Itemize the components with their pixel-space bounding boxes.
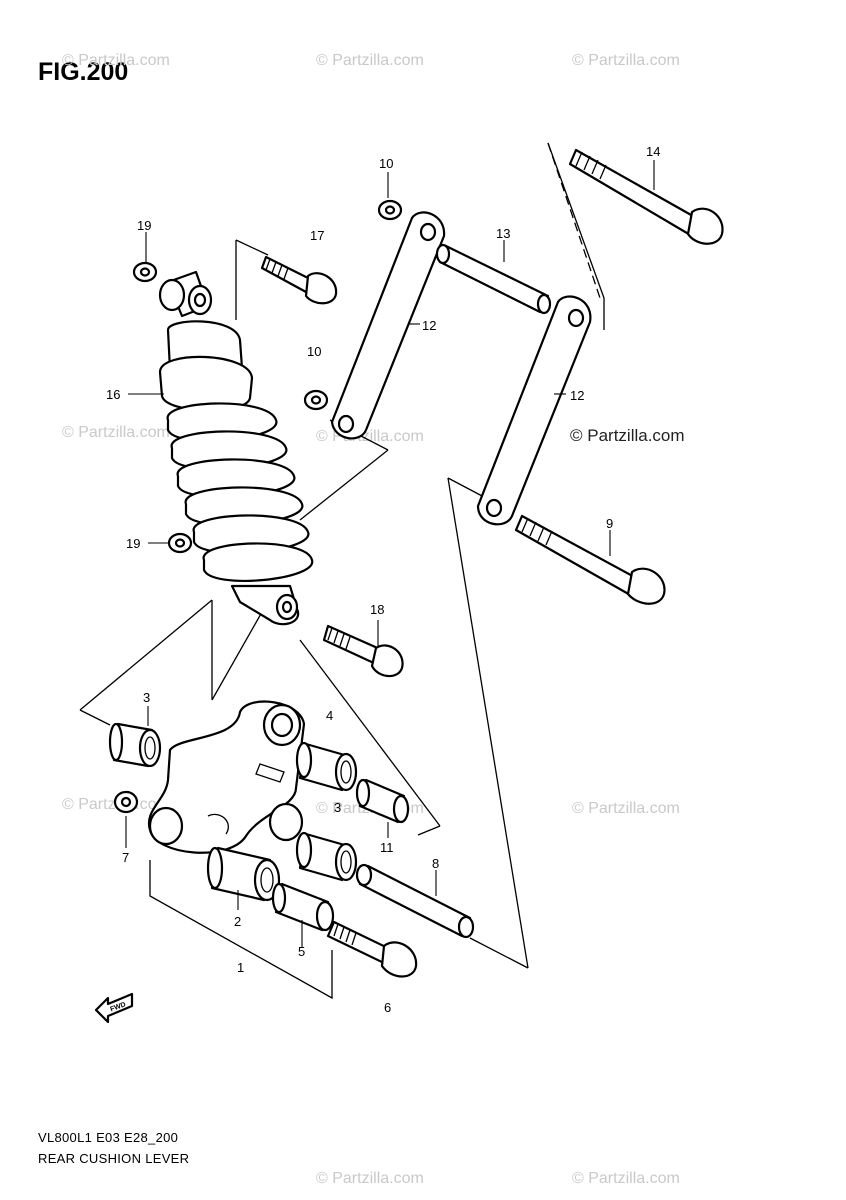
callout-2: 2 [234, 914, 241, 929]
assembly-guide-lines [79, 142, 605, 969]
callout-10-middle: 10 [307, 344, 321, 359]
bearing-2 [206, 846, 281, 902]
spacer-5 [271, 882, 335, 932]
cushion-rod-12-left [330, 211, 446, 440]
figure-title: FIG.200 [38, 58, 129, 86]
callout-17: 17 [310, 228, 324, 243]
cushion-rod-12-right [476, 295, 592, 526]
nut-19-top [132, 261, 158, 283]
callout-6: 6 [384, 1000, 391, 1015]
callout-13: 13 [496, 226, 510, 241]
callout-11: 11 [380, 840, 394, 855]
callout-5: 5 [298, 944, 305, 959]
callout-3-left: 3 [143, 690, 150, 705]
callout-8: 8 [432, 856, 439, 871]
watermark: © Partzilla.com [316, 1170, 424, 1187]
watermark: © Partzilla.com [62, 424, 170, 441]
callout-numbers: 1 2 3 3 4 5 6 7 8 9 10 10 11 12 12 13 14… [106, 144, 660, 1015]
watermark: © Partzilla.com [316, 52, 424, 69]
callout-9: 9 [606, 516, 613, 531]
bolt-6 [326, 920, 418, 978]
nut-10-middle [303, 389, 329, 411]
callout-1-bracket [149, 860, 333, 1000]
bearing-3-left [108, 722, 162, 768]
pipe-8 [355, 863, 475, 939]
watermark-main: © Partzilla.com [570, 426, 685, 445]
cushion-lever-4 [147, 700, 306, 854]
callout-7: 7 [122, 850, 129, 865]
callout-10-top: 10 [379, 156, 393, 171]
section-name: REAR CUSHION LEVER [38, 1151, 190, 1166]
spacer-13 [435, 243, 552, 315]
nut-19-lower [167, 532, 193, 554]
nut-7 [113, 790, 139, 814]
rear-shock-absorber [158, 270, 314, 626]
bolt-18 [322, 624, 404, 678]
fwd-arrow-icon: FWD [94, 992, 134, 1024]
bolt-9 [514, 514, 666, 605]
callout-12-right: 12 [570, 388, 584, 403]
watermark: © Partzilla.com [572, 800, 680, 817]
nut-10-top [377, 199, 403, 221]
callout-1: 1 [237, 960, 244, 975]
bolt-17 [260, 255, 338, 305]
callout-18: 18 [370, 602, 384, 617]
callout-12-left: 12 [422, 318, 436, 333]
watermark: © Partzilla.com [572, 1170, 680, 1187]
bolt-14 [568, 148, 724, 245]
callout-19-lower: 19 [126, 536, 140, 551]
watermark: © Partzilla.com [572, 52, 680, 69]
callout-3-right: 3 [334, 800, 341, 815]
callout-14: 14 [646, 144, 660, 159]
watermark: © Partzilla.com [62, 52, 170, 69]
leader-lines [125, 160, 655, 948]
bearing-middle [295, 831, 358, 882]
bearing-3-right [295, 741, 358, 792]
callout-16: 16 [106, 387, 120, 402]
model-code: VL800L1 E03 E28_200 [38, 1130, 179, 1145]
callout-19-top: 19 [137, 218, 151, 233]
spacer-11 [355, 778, 410, 824]
callout-4: 4 [326, 708, 333, 723]
